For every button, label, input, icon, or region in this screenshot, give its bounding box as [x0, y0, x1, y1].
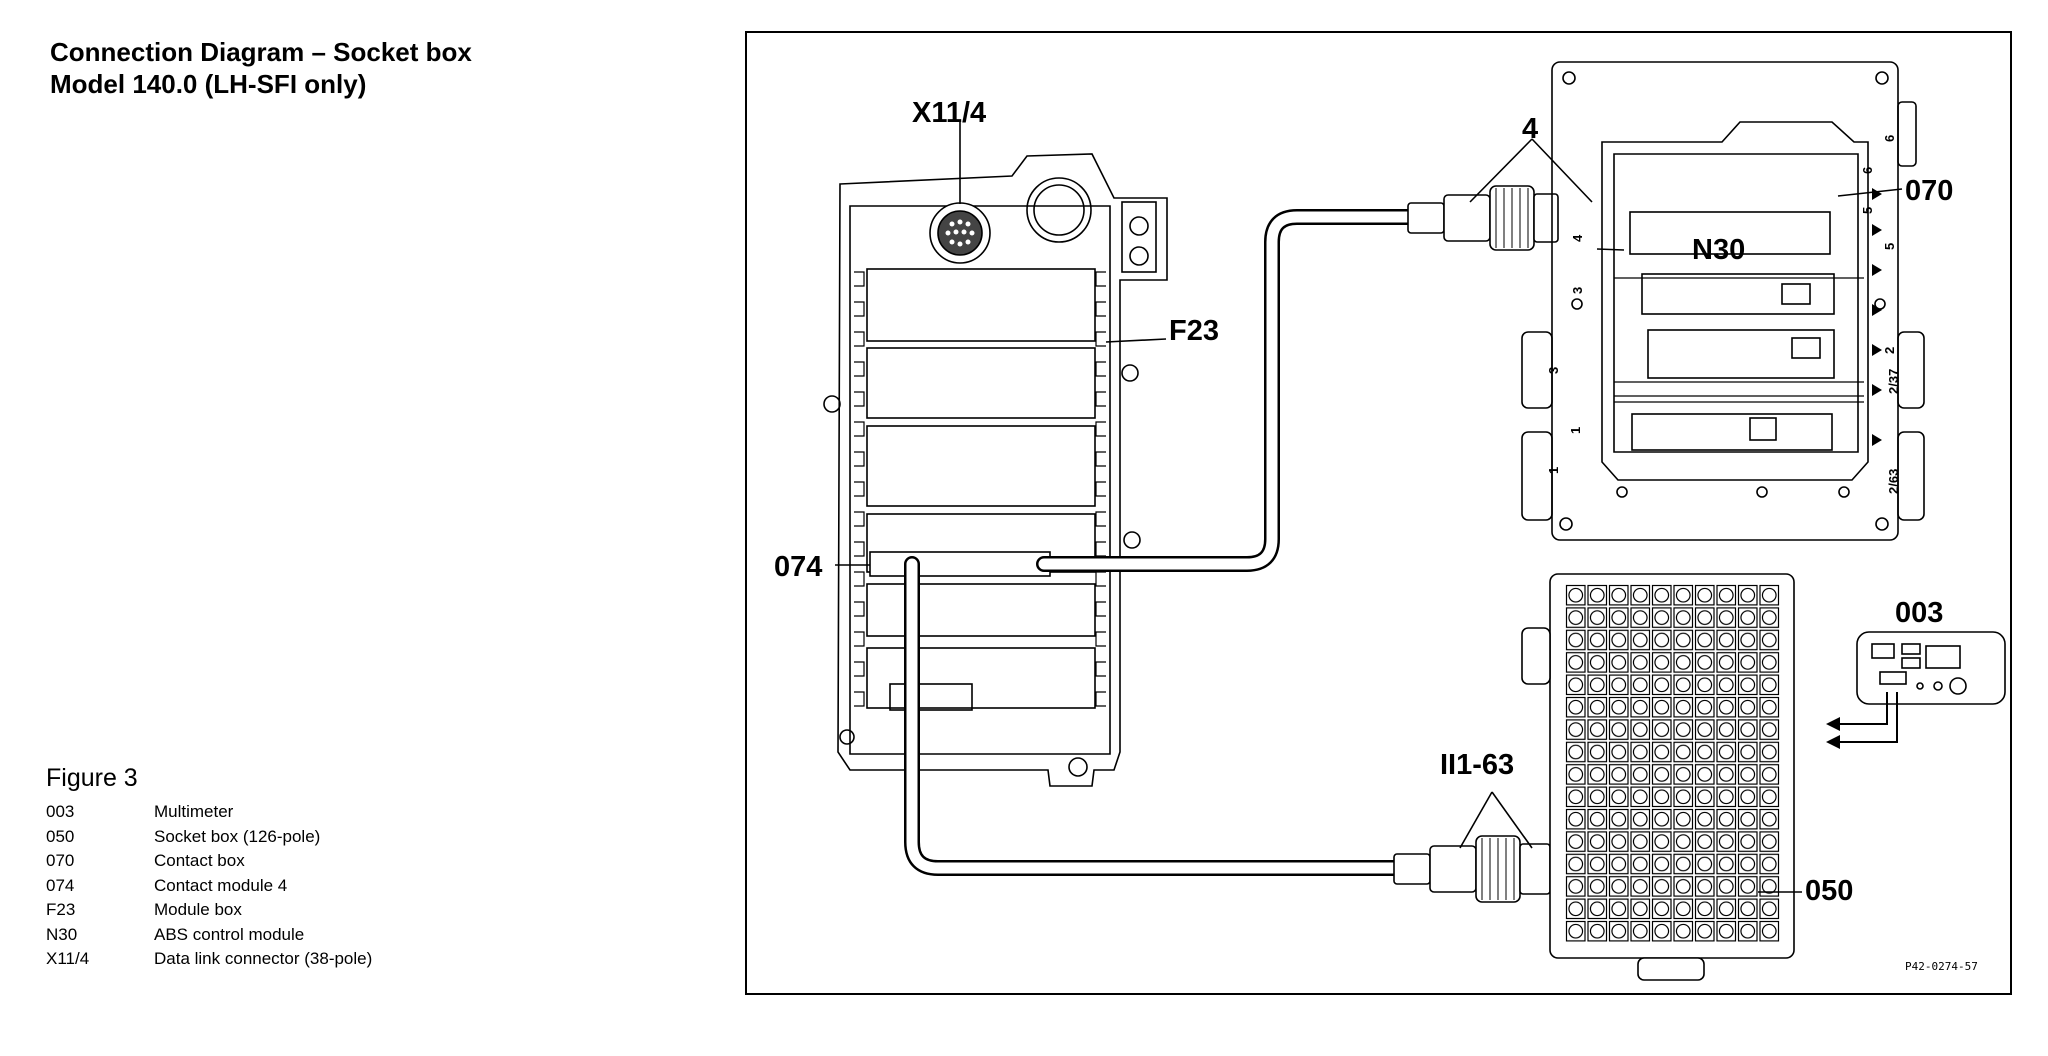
- test-lead-arrows: [1826, 717, 1840, 749]
- legend-desc: ABS control module: [154, 924, 305, 944]
- cable-to-contact-box: [1036, 209, 1430, 572]
- contact-module-074: [869, 551, 1051, 577]
- contact-box-right-mark: 2: [1882, 347, 1897, 354]
- contact-box-070: [1521, 61, 1925, 541]
- connection-diagram: 4 3 3 1 1 6 6 5 5 2 2/37 2/63: [774, 61, 2006, 981]
- socket-box-050: [1521, 573, 1795, 981]
- label-n30: N30: [1692, 234, 1745, 266]
- title-line-2: Model 140.0 (LH-SFI only): [50, 69, 367, 99]
- leader-lines: [835, 122, 1903, 893]
- legend-row: 003 Multimeter: [46, 802, 372, 827]
- contact-box-right-mark: 5: [1882, 243, 1897, 250]
- label-x11-4: X11/4: [912, 97, 986, 129]
- label-cable-4: 4: [1522, 113, 1538, 145]
- legend-code: N30: [46, 924, 78, 944]
- legend-code: X11/4: [46, 949, 90, 968]
- legend-row: 070 Contact box: [46, 851, 372, 876]
- module-box-f23: [823, 153, 1168, 787]
- data-link-connector-x11-4: [929, 202, 991, 264]
- contact-box-right-mark: 6: [1860, 167, 1875, 174]
- legend-desc: Data link connector (38-pole): [154, 949, 373, 968]
- figure-caption: Figure 3: [46, 764, 138, 792]
- legend-code: 070: [46, 851, 75, 870]
- legend-code: 074: [46, 875, 75, 895]
- label-070: 070: [1905, 175, 1953, 207]
- label-003: 003: [1895, 597, 1943, 629]
- contact-box-slot-arrows: [1872, 188, 1882, 446]
- legend-code: 003: [46, 802, 75, 821]
- label-074: 074: [774, 551, 822, 583]
- legend-desc: Contact box: [154, 851, 245, 870]
- label-050: 050: [1805, 875, 1853, 907]
- cable-to-socket-box: [904, 556, 1410, 876]
- contact-box-left-mark: 1: [1568, 427, 1583, 434]
- legend-row: 074 Contact module 4: [46, 876, 372, 901]
- label-f23: F23: [1169, 315, 1219, 347]
- label-cable-ii1-63: II1-63: [1440, 749, 1514, 781]
- contact-box-right-mark: 2/63: [1886, 469, 1901, 494]
- drawing-reference: P42-0274-57: [1905, 960, 1978, 973]
- legend-row: X11/4 Data link connector (38-pole): [46, 949, 372, 974]
- legend-code: F23: [46, 900, 76, 919]
- contact-box-left-mark: 3: [1570, 287, 1585, 294]
- diagram-frame: 4 3 3 1 1 6 6 5 5 2 2/37 2/63: [745, 31, 2012, 995]
- test-leads: [1838, 692, 1898, 743]
- legend-desc: Socket box (126-pole): [154, 826, 321, 846]
- contact-box-right-mark: 6: [1882, 135, 1897, 142]
- contact-box-left-mark: 4: [1570, 234, 1585, 242]
- legend-desc: Multimeter: [154, 802, 234, 821]
- contact-box-left-mark: 3: [1546, 367, 1561, 374]
- title-line-1: Connection Diagram – Socket box: [50, 37, 472, 67]
- legend-code: 050: [46, 826, 75, 846]
- contact-box-right-mark: 5: [1860, 207, 1875, 214]
- diagram-title: Connection Diagram – Socket box Model 14…: [50, 36, 472, 100]
- legend-row: 050 Socket box (126-pole): [46, 827, 372, 852]
- contact-box-right-mark: 2/37: [1886, 369, 1901, 394]
- cable-connector-4: [1407, 185, 1559, 251]
- contact-box-left-mark: 1: [1546, 467, 1561, 474]
- legend-row: N30 ABS control module: [46, 925, 372, 950]
- legend-desc: Contact module 4: [154, 875, 288, 895]
- multimeter-003: [1856, 631, 2006, 705]
- cable-connector-ii1-63: [1393, 835, 1551, 903]
- legend-desc: Module box: [154, 900, 242, 919]
- component-legend: 003 Multimeter 050 Socket box (126-pole)…: [46, 802, 372, 974]
- legend-row: F23 Module box: [46, 900, 372, 925]
